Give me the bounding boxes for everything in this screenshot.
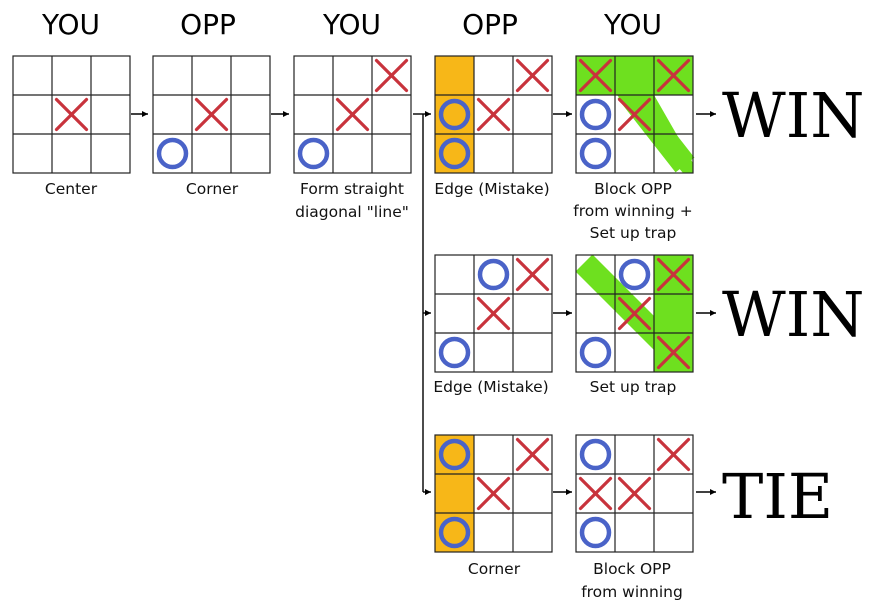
o-mark xyxy=(477,258,510,291)
x-mark xyxy=(656,335,691,370)
x-mark xyxy=(54,97,89,132)
board-b5a xyxy=(575,55,695,174)
board-b4b xyxy=(434,254,553,373)
o-mark-highlighted xyxy=(438,98,471,131)
board-b3 xyxy=(293,55,412,174)
svg-text:diagonal "line": diagonal "line" xyxy=(295,203,409,221)
x-mark xyxy=(617,476,652,511)
win-diagonal-band xyxy=(617,83,695,173)
o-mark xyxy=(579,516,612,549)
arrows xyxy=(131,111,716,495)
board-frame xyxy=(434,254,553,373)
header-move-1: YOU xyxy=(41,8,100,41)
board-frame xyxy=(434,55,553,174)
x-mark xyxy=(578,58,613,93)
header-move-4: OPP xyxy=(462,8,518,41)
x-mark xyxy=(515,437,550,472)
o-mark xyxy=(579,336,612,369)
board-frame xyxy=(575,254,694,373)
board-frame xyxy=(575,55,694,174)
svg-text:Center: Center xyxy=(45,180,98,198)
board-b1 xyxy=(12,55,131,174)
x-mark xyxy=(656,257,691,292)
o-mark xyxy=(579,137,612,170)
o-mark xyxy=(579,438,612,471)
x-mark xyxy=(515,257,550,292)
header-move-5: YOU xyxy=(603,8,662,41)
x-mark xyxy=(374,58,409,93)
board-frame xyxy=(152,55,271,174)
o-mark-highlighted xyxy=(438,438,471,471)
svg-text:Edge (Mistake): Edge (Mistake) xyxy=(434,180,549,198)
x-mark xyxy=(656,437,691,472)
x-mark xyxy=(578,476,613,511)
svg-text:Corner: Corner xyxy=(186,180,239,198)
x-mark xyxy=(476,296,511,331)
board-frame xyxy=(12,55,131,174)
svg-text:Block OPP: Block OPP xyxy=(594,180,672,198)
caption-b5c: Block OPP from winning xyxy=(581,560,683,601)
x-mark xyxy=(617,296,652,331)
x-mark xyxy=(656,58,691,93)
caption-b3: Form straight diagonal "line" xyxy=(295,180,409,221)
caption-b1: Center xyxy=(45,180,98,198)
caption-b4b: Edge (Mistake) xyxy=(433,378,548,396)
header-move-3: YOU xyxy=(322,8,381,41)
svg-text:Block OPP: Block OPP xyxy=(593,560,671,578)
x-mark xyxy=(194,97,229,132)
board-b4a xyxy=(434,55,553,174)
caption-b4c: Corner xyxy=(468,560,521,578)
x-mark xyxy=(476,476,511,511)
o-mark xyxy=(297,137,330,170)
x-mark xyxy=(515,58,550,93)
o-mark xyxy=(438,336,471,369)
svg-text:Edge (Mistake): Edge (Mistake) xyxy=(433,378,548,396)
result-tie: TIE xyxy=(722,460,833,533)
board-b4c xyxy=(434,434,553,553)
x-mark xyxy=(476,97,511,132)
svg-text:Set up trap: Set up trap xyxy=(590,378,677,396)
board-b5c xyxy=(575,434,694,553)
board-frame xyxy=(575,434,694,553)
result-win-1: WIN xyxy=(722,79,864,152)
result-win-2: WIN xyxy=(722,278,864,351)
caption-b5a: Block OPP from winning + Set up trap xyxy=(573,180,693,242)
o-mark-highlighted xyxy=(438,516,471,549)
o-mark xyxy=(156,137,189,170)
header-move-2: OPP xyxy=(180,8,236,41)
x-mark xyxy=(335,97,370,132)
x-mark xyxy=(617,97,652,132)
o-mark xyxy=(579,98,612,131)
board-frame xyxy=(293,55,412,174)
caption-b4a: Edge (Mistake) xyxy=(434,180,549,198)
boards-layer xyxy=(12,55,695,553)
svg-text:from winning +: from winning + xyxy=(573,202,693,220)
o-mark xyxy=(618,258,651,291)
board-b5b xyxy=(575,254,694,373)
o-mark-highlighted xyxy=(438,137,471,170)
svg-text:from winning: from winning xyxy=(581,583,683,601)
svg-text:Set up trap: Set up trap xyxy=(590,224,677,242)
caption-b5b: Set up trap xyxy=(590,378,677,396)
svg-text:Form straight: Form straight xyxy=(300,180,404,198)
board-b2 xyxy=(152,55,271,174)
caption-b2: Corner xyxy=(186,180,239,198)
board-frame xyxy=(434,434,553,553)
svg-text:Corner: Corner xyxy=(468,560,521,578)
